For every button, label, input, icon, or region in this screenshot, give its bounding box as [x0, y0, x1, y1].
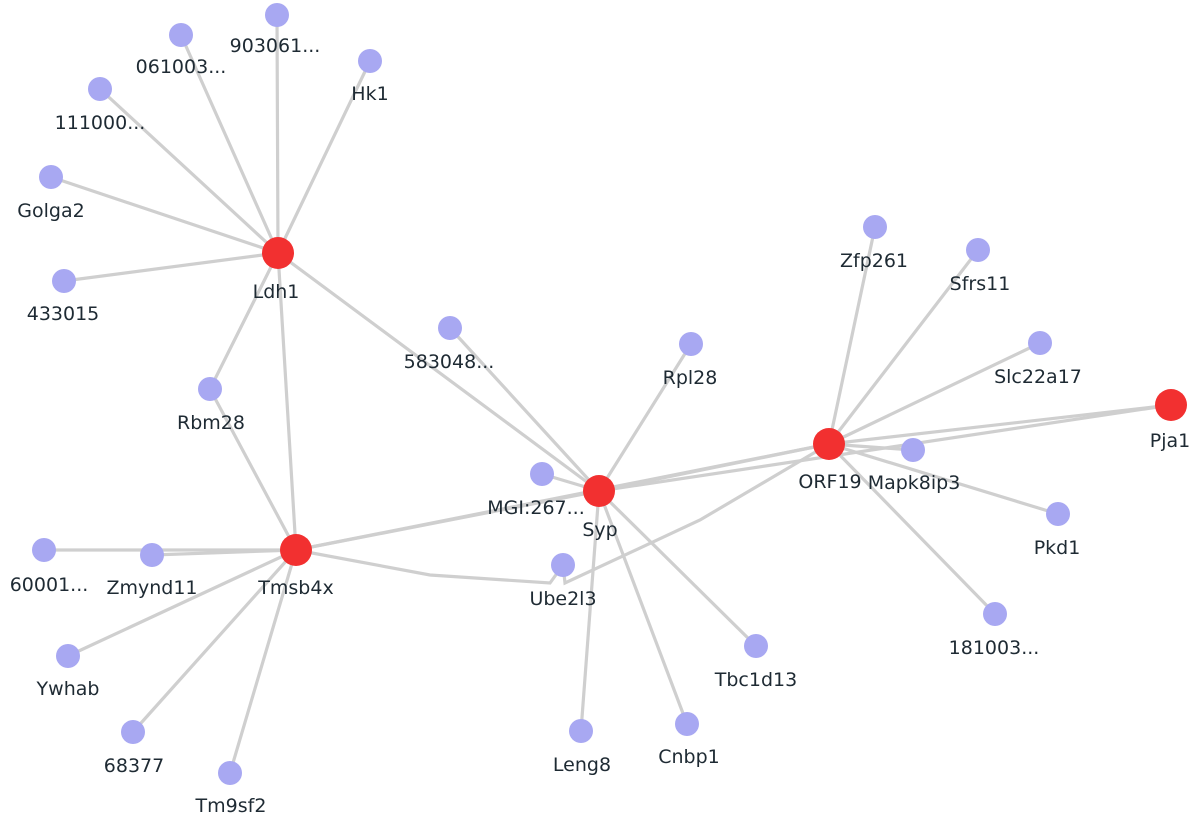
edge-orf19-zfp261: [827, 225, 877, 446]
hub-node-syp[interactable]: [583, 475, 615, 507]
gene-node-mapk8ip3[interactable]: [901, 438, 925, 462]
edge-ldh1-n061003: [179, 33, 280, 255]
gene-node-leng8[interactable]: [569, 719, 593, 743]
node-label-tm9sf2: Tm9sf2: [195, 795, 267, 817]
edge-n583048-syp: [448, 326, 601, 493]
edge-tmsb4x-ywhab: [66, 548, 298, 658]
edge-ldh1-n433015: [62, 251, 280, 283]
edge-ldh1-hk1: [276, 59, 372, 255]
gene-node-tbc1d13[interactable]: [744, 634, 768, 658]
edge-orf19-slc22a17: [827, 341, 1042, 446]
gene-node-pkd1[interactable]: [1046, 502, 1070, 526]
edge-rbm28-tmsb4x: [208, 387, 298, 552]
node-label-ldh1: Ldh1: [253, 281, 300, 303]
edge-ube2l3-orf19: [561, 442, 831, 586]
node-label-n111000: 111000...: [55, 112, 146, 134]
node-label-ywhab: Ywhab: [36, 678, 100, 700]
gene-node-ube2l3[interactable]: [551, 553, 575, 577]
node-label-zfp261: Zfp261: [840, 250, 908, 272]
hub-node-pja1[interactable]: [1155, 389, 1187, 421]
node-label-ube2l3: Ube2l3: [529, 588, 596, 610]
node-label-n433015: 433015: [27, 303, 100, 325]
gene-node-n111000[interactable]: [88, 77, 112, 101]
edge-orf19-pkd1: [827, 442, 1060, 516]
gene-node-n433015[interactable]: [52, 269, 76, 293]
hub-node-tmsb4x[interactable]: [280, 534, 312, 566]
node-label-pja1: Pja1: [1150, 430, 1190, 452]
hub-node-ldh1[interactable]: [262, 237, 294, 269]
edge-ldh1-tmsb4x: [276, 251, 298, 552]
gene-node-mgi267[interactable]: [530, 462, 554, 486]
gene-node-tm9sf2[interactable]: [218, 761, 242, 785]
node-label-n68377: 68377: [104, 755, 164, 777]
node-label-sfrs11: Sfrs11: [950, 273, 1011, 295]
node-label-pkd1: Pkd1: [1034, 537, 1081, 559]
node-label-n903061: 903061...: [230, 35, 321, 57]
gene-node-rpl28[interactable]: [679, 332, 703, 356]
edge-syp-tbc1d13: [597, 489, 758, 648]
edge-syp-leng8: [579, 489, 601, 733]
edge-orf19-sfrs11: [827, 248, 980, 446]
node-label-n60001: 60001...: [10, 574, 89, 596]
node-label-rpl28: Rpl28: [663, 367, 718, 389]
nodes-layer: [32, 3, 1187, 785]
node-label-leng8: Leng8: [553, 754, 611, 776]
gene-node-zfp261[interactable]: [863, 215, 887, 239]
edge-tmsb4x-n68377: [131, 548, 298, 734]
node-label-zmynd11: Zmynd11: [106, 577, 197, 599]
node-label-cnbp1: Cnbp1: [658, 746, 720, 768]
gene-node-hk1[interactable]: [358, 49, 382, 73]
hub-node-orf19[interactable]: [813, 428, 845, 460]
node-label-golga2: Golga2: [17, 200, 84, 222]
gene-node-slc22a17[interactable]: [1028, 331, 1052, 355]
node-label-hk1: Hk1: [351, 83, 388, 105]
gene-node-zmynd11[interactable]: [140, 543, 164, 567]
edge-ldh1-syp: [276, 251, 601, 493]
gene-node-ywhab[interactable]: [56, 644, 80, 668]
gene-node-rbm28[interactable]: [198, 377, 222, 401]
node-label-n583048: 583048...: [404, 351, 495, 373]
node-label-tmsb4x: Tmsb4x: [257, 577, 333, 599]
node-label-n181003: 181003...: [949, 637, 1040, 659]
edge-syp-orf19: [597, 442, 831, 493]
edge-syp-rpl28: [597, 342, 693, 493]
edge-orf19-pja1: [827, 403, 1173, 446]
gene-node-n583048[interactable]: [438, 316, 462, 340]
gene-node-n903061[interactable]: [265, 3, 289, 27]
node-label-tbc1d13: Tbc1d13: [714, 669, 797, 691]
edge-ldh1-n903061: [275, 13, 280, 255]
gene-node-n181003[interactable]: [983, 602, 1007, 626]
gene-node-golga2[interactable]: [39, 165, 63, 189]
node-label-syp: Syp: [582, 519, 617, 541]
gene-node-sfrs11[interactable]: [966, 238, 990, 262]
edge-orf19-n181003: [827, 442, 997, 616]
edge-ldh1-n111000: [98, 87, 280, 255]
edge-ldh1-rbm28: [208, 251, 280, 391]
edge-tmsb4x-tm9sf2: [228, 548, 298, 775]
edge-tmsb4x-ube2l3: [294, 548, 565, 585]
gene-node-n60001[interactable]: [32, 538, 56, 562]
node-label-mapk8ip3: Mapk8ip3: [868, 472, 961, 494]
node-label-orf19: ORF19: [798, 471, 861, 493]
node-label-rbm28: Rbm28: [177, 412, 245, 434]
node-label-mgi267: MGI:267...: [487, 497, 585, 519]
edges-layer: [42, 13, 1173, 775]
edge-syp-cnbp1: [597, 489, 689, 726]
edge-tmsb4x-zmynd11: [150, 548, 298, 557]
gene-node-n061003[interactable]: [169, 23, 193, 47]
node-label-slc22a17: Slc22a17: [994, 366, 1082, 388]
node-label-n061003: 061003...: [136, 56, 227, 78]
gene-node-cnbp1[interactable]: [675, 712, 699, 736]
edge-ldh1-golga2: [49, 175, 280, 255]
gene-node-n68377[interactable]: [121, 720, 145, 744]
